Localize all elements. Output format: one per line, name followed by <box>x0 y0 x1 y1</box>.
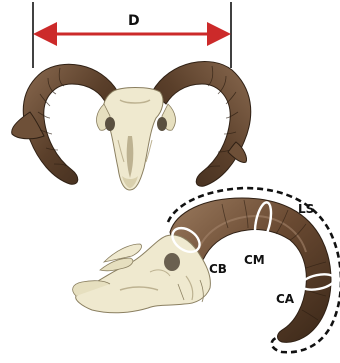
label-ca: CA <box>276 292 295 306</box>
front-view-skull-and-horns: D <box>12 2 251 190</box>
front-skull-left-eye-socket <box>105 117 115 131</box>
width-label-d: D <box>128 13 140 29</box>
side-skull-eye-socket <box>164 253 180 271</box>
front-skull-right-eye-socket <box>157 117 167 131</box>
label-ls: LS <box>298 202 314 216</box>
side-skull <box>76 235 211 313</box>
label-cb: CB <box>209 262 227 276</box>
label-cm: CM <box>244 253 265 267</box>
side-view-skull-and-horn: CB CM CA LS <box>73 188 340 352</box>
